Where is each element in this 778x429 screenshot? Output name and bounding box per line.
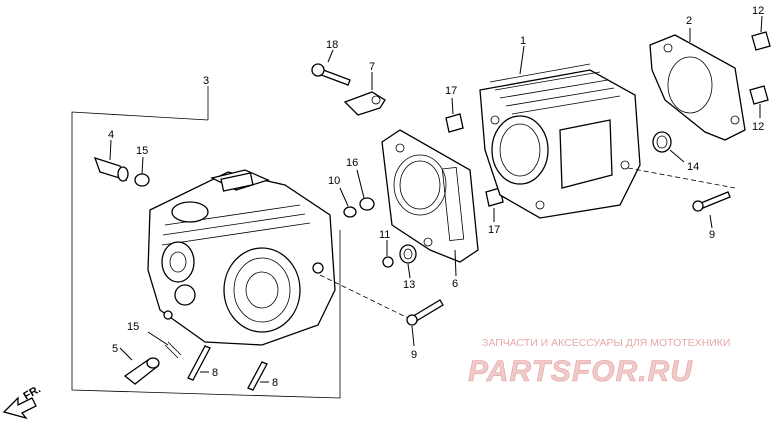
callout-17-lower: 17 (488, 224, 500, 236)
callout-4: 4 (108, 129, 114, 141)
callout-17-upper: 17 (445, 85, 457, 97)
callout-15-lower: 15 (127, 321, 139, 333)
callout-12-lower: 12 (752, 121, 764, 133)
front-direction-arrow: FR. (2, 383, 43, 420)
callout-13: 13 (403, 279, 415, 291)
callout-8-right: 8 (272, 377, 278, 389)
cylinder-head (147, 169, 336, 346)
callout-3: 3 (203, 75, 209, 87)
head-group-outline (71, 111, 341, 399)
callout-8-left: 8 (212, 367, 218, 379)
part-16-nut (356, 169, 375, 211)
callout-12-upper: 12 (752, 5, 764, 17)
callout-1: 1 (520, 35, 526, 47)
watermark-tagline: ЗАПЧАСТИ И АКСЕССУАРЫ ДЛЯ МОТОТЕХНИКИ (482, 337, 730, 349)
front-label: FR. (22, 383, 43, 402)
part-18-bolt (311, 49, 351, 86)
callout-9-head: 9 (411, 349, 417, 361)
callouts: 1 2 3 4 5 6 7 8 8 9 9 10 11 12 12 13 14 … (108, 5, 764, 389)
callout-14: 14 (687, 161, 699, 173)
callout-11: 11 (379, 229, 390, 241)
part-9-bolt-cylinder (692, 191, 731, 229)
part-15-o-ring-upper (134, 173, 150, 187)
watermark-brand: PARTSFOR.RU (468, 355, 693, 388)
part-8-stud-left (187, 345, 211, 381)
part-6-head-gasket (381, 129, 479, 277)
part-10-dowel (339, 187, 357, 218)
callout-6: 6 (452, 278, 458, 290)
callout-15-upper: 15 (136, 145, 148, 157)
part-4-valve-guide (93, 139, 129, 182)
part-12-dowel-upper (751, 15, 771, 51)
callout-16: 16 (346, 157, 358, 169)
callout-7: 7 (369, 61, 375, 73)
part-13-seal (399, 244, 417, 279)
part-2-base-gasket (649, 28, 746, 141)
callout-2: 2 (686, 15, 692, 27)
part-5-valve-guide-lower (119, 347, 160, 385)
callout-5: 5 (112, 343, 118, 355)
callout-10: 10 (328, 175, 340, 187)
part-15-o-ring-lower (147, 331, 182, 359)
part-7-clip (343, 72, 386, 116)
watermark: ЗАПЧАСТИ И АКСЕССУАРЫ ДЛЯ МОТОТЕХНИКИ PA… (468, 337, 731, 388)
part-11-dowel (382, 240, 394, 268)
part-17-dowel-upper (445, 97, 464, 133)
part-9-bolt-head (319, 274, 444, 347)
part-14-o-ring (652, 131, 685, 163)
callout-18: 18 (326, 39, 338, 51)
callout-9-cylinder: 9 (709, 229, 715, 241)
part-8-stud-right (247, 361, 269, 391)
part-12-dowel-lower (749, 85, 769, 118)
cylinder (479, 45, 736, 219)
